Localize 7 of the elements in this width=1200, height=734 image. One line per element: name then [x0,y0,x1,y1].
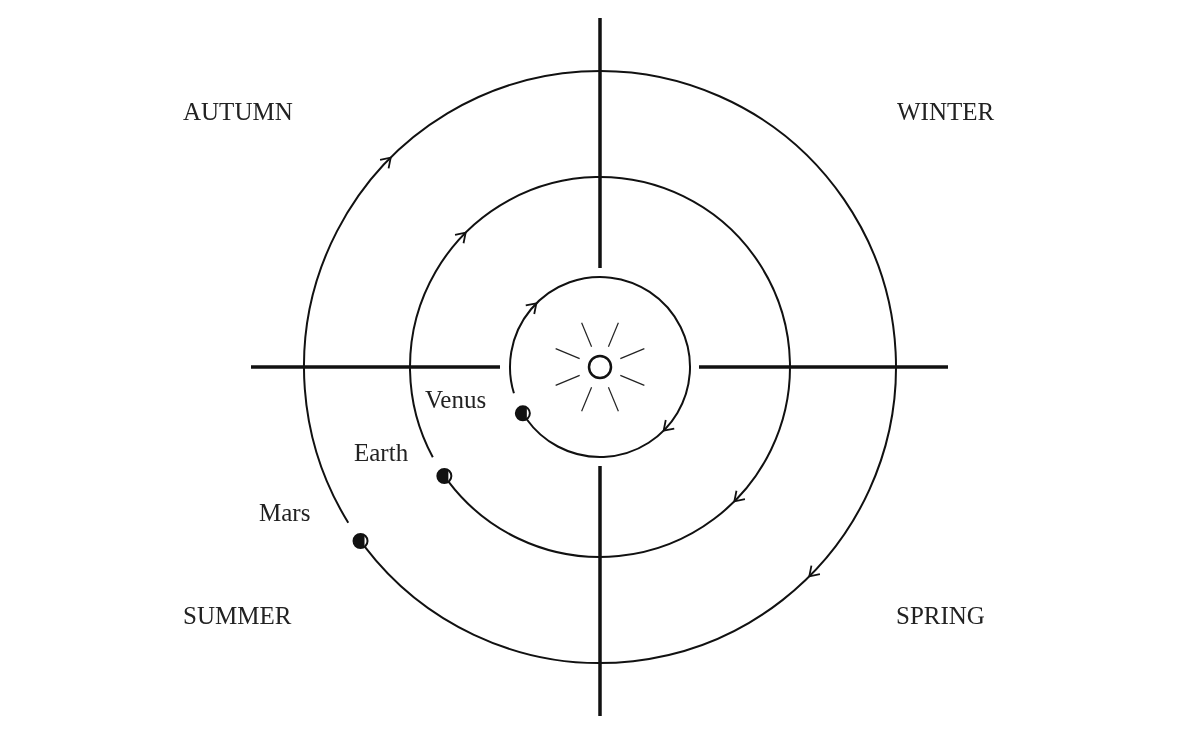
planet-label: Mars [259,500,311,525]
planet-label: Earth [354,440,409,465]
season-label: WINTER [897,99,995,124]
season-label: SUMMER [183,603,292,628]
season-label: AUTUMN [183,99,293,124]
planet-label: Venus [425,387,487,412]
season-label: SPRING [896,603,985,628]
